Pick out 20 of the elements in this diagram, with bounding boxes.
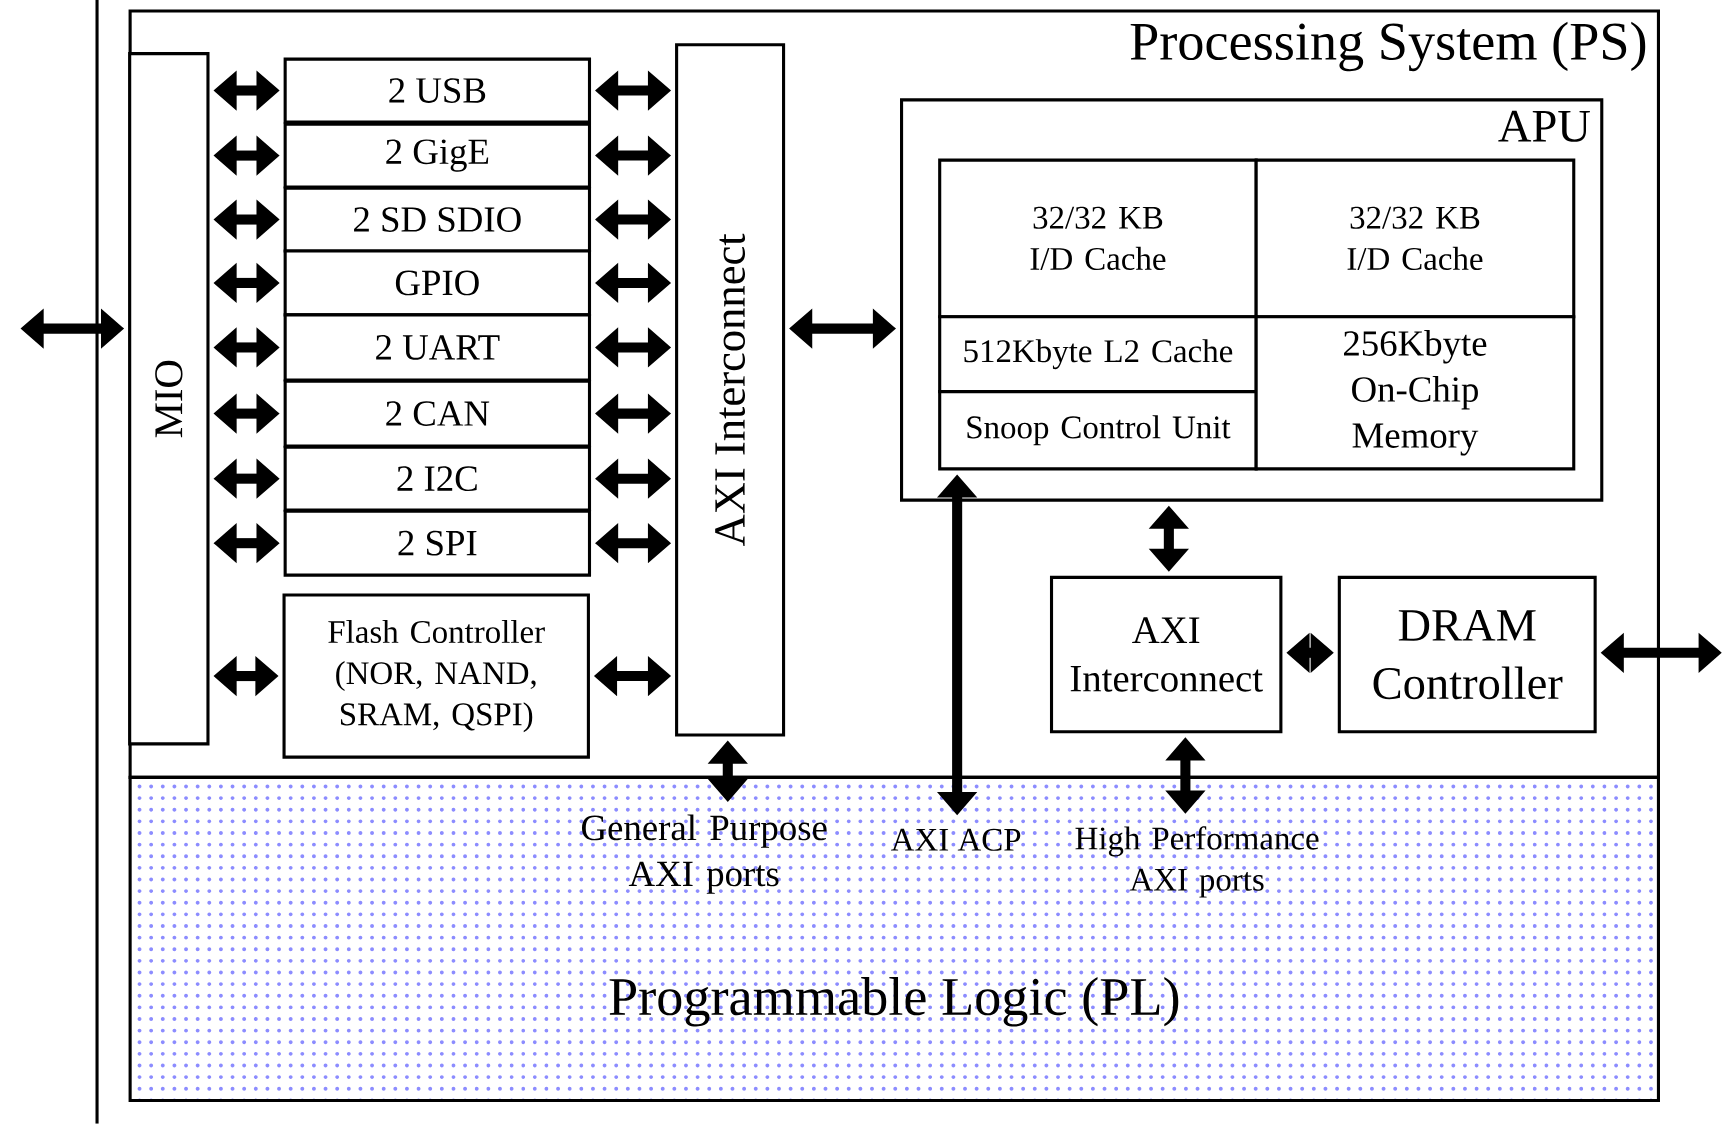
peripheral-box: 2 SD SDIO: [283, 186, 592, 253]
interconnect-box: AXI Interconnect: [1049, 576, 1283, 734]
memory-box: 256Kbyte On-Chip Memory: [1254, 315, 1576, 471]
peripheral-box: 2 CAN: [283, 379, 592, 448]
peripheral-box: 2 SPI: [283, 509, 592, 577]
control-unit-box: Snoop Control Unit: [938, 390, 1258, 471]
port-label: High Performance AXI ports: [1075, 826, 1319, 898]
interconnect-bar: AXI Interconnect: [675, 43, 786, 737]
peripheral-box: 2 GigE: [283, 122, 592, 189]
controller-box: DRAM Controller: [1337, 576, 1597, 734]
port-label: General Purpose AXI ports: [582, 814, 827, 895]
controller-box: Flash Controller (NOR, NAND, SRAM, QSPI): [282, 593, 590, 759]
cache-box: 32/32 KB I/D Cache: [1254, 158, 1576, 319]
peripheral-box: 2 I2C: [283, 445, 592, 512]
peripheral-box: GPIO: [283, 249, 592, 317]
mio-bar: MIO: [128, 52, 210, 746]
cache-box: 512Kbyte L2 Cache: [938, 315, 1258, 394]
peripheral-box: 2 UART: [283, 313, 592, 382]
peripheral-box: 2 USB: [283, 57, 592, 124]
port-label: AXI ACP: [891, 828, 1021, 852]
